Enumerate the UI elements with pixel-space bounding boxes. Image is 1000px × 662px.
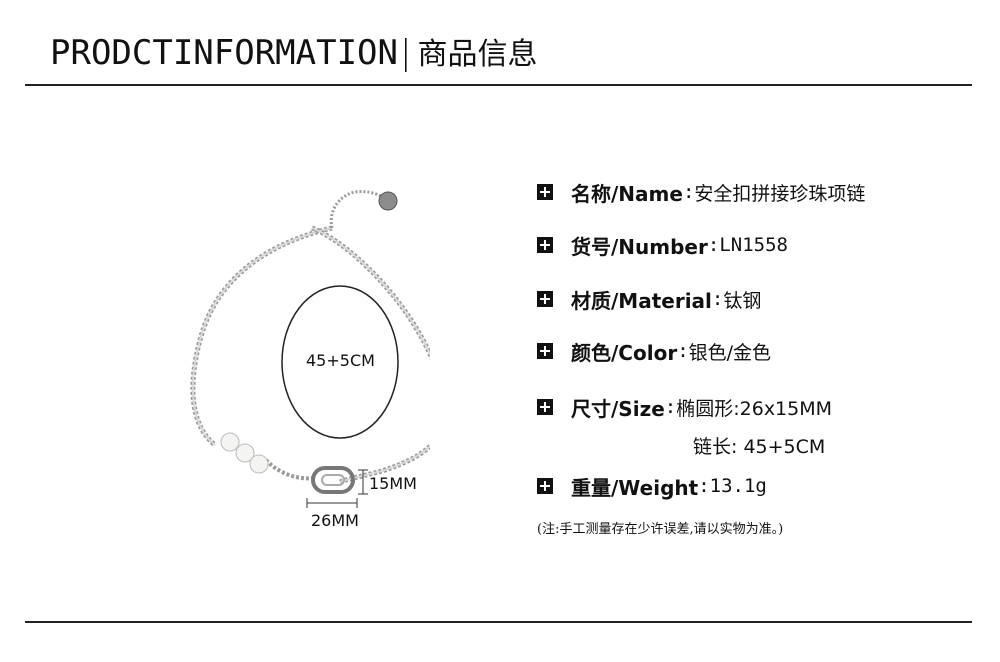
title-separator: | (400, 33, 412, 73)
page-title: PRODCTINFORMATION|商品信息 (50, 30, 537, 78)
plus-icon (537, 399, 553, 415)
spec-size-colon: : (664, 396, 677, 418)
oval-length-label: 45+5CM (306, 351, 375, 370)
spec-material-label: 材质/Material (571, 288, 712, 313)
pearl (220, 432, 240, 452)
width-label: 26MM (311, 511, 359, 530)
spec-size-value: 椭圆形:26x15MM (676, 397, 833, 420)
title-chinese: 商品信息 (417, 37, 538, 72)
spec-name-value: 安全扣拼接珍珠项链 (694, 182, 866, 205)
spec-number-value: LN1558 (719, 234, 788, 256)
plus-icon (537, 478, 553, 494)
pearl (249, 454, 269, 474)
plus-icon (537, 184, 553, 200)
spec-weight-colon: : (698, 475, 710, 497)
plus-icon (537, 291, 553, 307)
spec-weight-value: 13.1g (709, 475, 767, 497)
spec-name-colon: : (682, 181, 695, 203)
spec-size-label: 尺寸/Size (571, 396, 665, 421)
spec-material: 材质/Material : 钛钢 (537, 285, 761, 313)
spec-number-colon: : (707, 234, 720, 256)
height-label: 15MM (369, 474, 417, 493)
spec-color-value: 银色/金色 (688, 341, 772, 364)
plus-icon (537, 343, 553, 359)
charm-tag (378, 191, 398, 211)
plus-icon (537, 237, 553, 253)
top-divider (25, 84, 972, 86)
spec-name-label: 名称/Name (571, 181, 683, 206)
spec-size: 尺寸/Size : 椭圆形:26x15MM (537, 393, 832, 421)
spec-material-value: 钛钢 (723, 289, 762, 312)
spec-number: 货号/Number : LN1558 (537, 231, 788, 259)
spec-material-colon: : (711, 288, 724, 310)
spec-color-label: 颜色/Color (571, 340, 678, 365)
spec-chain-length: 链长: 45+5CM (693, 436, 826, 458)
spec-color-colon: : (677, 340, 689, 362)
carabiner-clasp (311, 466, 355, 494)
spec-number-label: 货号/Number (571, 234, 708, 259)
title-english: PRODCTINFORMATION (50, 33, 398, 73)
measurement-note: (注:手工测量存在少许误差,请以实物为准。) (537, 522, 784, 537)
spec-color: 颜色/Color : 银色/金色 (537, 337, 771, 365)
pearl (235, 443, 255, 463)
necklace-illustration (190, 190, 430, 508)
spec-name: 名称/Name : 安全扣拼接珍珠项链 (537, 178, 865, 206)
spec-weight-label: 重量/Weight (571, 475, 699, 500)
length-oval (281, 285, 399, 439)
bottom-divider (25, 621, 972, 623)
spec-weight: 重量/Weight : 13.1g (537, 472, 767, 500)
